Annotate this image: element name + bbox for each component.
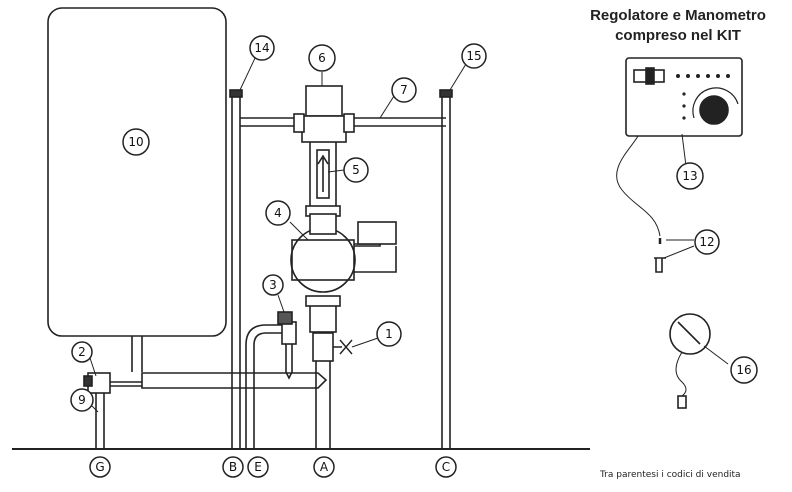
pipe-g (95, 392, 105, 449)
callout-16-circle (730, 356, 758, 384)
valve-3-cap (277, 311, 293, 325)
regulator-leds (676, 74, 730, 120)
kit-title: Regolatore e Manometro compreso nel KIT (566, 6, 790, 46)
callout-5-label: 5 (352, 163, 360, 177)
storage-tank (47, 7, 227, 337)
callout-3-label: 3 (269, 278, 277, 292)
flow-arrow-5 (317, 154, 329, 192)
mixing-valve-head (305, 85, 343, 117)
callout-12-circle (694, 229, 720, 255)
valve-nut-2 (83, 375, 93, 387)
pump-lower-nut (305, 295, 341, 307)
callout-2-label: 2 (78, 345, 86, 359)
callout-7-label: 7 (400, 83, 408, 97)
valve-1-body (312, 332, 334, 362)
conn-e-circle (247, 456, 269, 478)
callout-4-circle (265, 200, 291, 226)
callout-circles (70, 35, 758, 478)
valve-3-body (281, 321, 297, 345)
kit-title-line1: Regolatore e Manometro (590, 7, 766, 24)
pipe-e (245, 324, 282, 449)
callout-9-circle (70, 388, 94, 412)
footnote: Tra parentesi i codici di vendita (600, 470, 741, 480)
manometer-needle (677, 321, 701, 345)
regulator-cable (616, 135, 661, 237)
conn-e-label: E (254, 460, 262, 474)
pipe-a (315, 360, 331, 449)
kit-title-line2: compreso nel KIT (615, 27, 741, 44)
pump-housing (291, 239, 355, 281)
callout-1-circle (376, 321, 402, 347)
callout-3-circle (262, 274, 284, 296)
top-pipe-fitting-right (343, 113, 355, 133)
cap-15 (439, 89, 453, 98)
callout-10-label: 10 (128, 135, 143, 149)
conn-a-label: A (320, 460, 329, 474)
pump-box (357, 221, 397, 245)
column-pipe (309, 140, 337, 206)
callout-15-label: 15 (466, 49, 481, 63)
callout-6-label: 6 (318, 51, 326, 65)
sensor-12 (654, 257, 666, 273)
callout-14-circle (249, 35, 275, 61)
callout-15-circle (461, 43, 487, 69)
conn-b-circle (222, 456, 244, 478)
top-pipe-7 (240, 117, 446, 127)
pump-motor (354, 243, 397, 273)
pump-body (290, 227, 356, 293)
valve-1-handle (333, 339, 353, 355)
cap-14 (229, 89, 243, 98)
conn-c-circle (435, 456, 457, 478)
pump-upper-connector (309, 213, 337, 235)
callout-labels: 1 2 3 4 5 6 7 9 10 12 13 14 15 16 G B E … (78, 41, 751, 474)
callout-16-label: 16 (736, 363, 751, 377)
conn-g-circle (89, 456, 111, 478)
callout-1-label: 1 (385, 327, 393, 341)
leader-lines (89, 55, 729, 413)
conn-g-label: G (95, 460, 104, 474)
manometer-tube (675, 351, 687, 402)
callout-2-circle (71, 341, 93, 363)
top-pipe-fitting-left (293, 113, 305, 133)
regulator-knob (699, 95, 729, 125)
callout-10-circle (122, 128, 150, 156)
callout-12-label: 12 (699, 235, 714, 249)
callout-9-label: 9 (78, 393, 86, 407)
tank-outlet-pipe (131, 336, 143, 372)
manometer-fitting (677, 395, 687, 409)
conn-b-label: B (229, 460, 237, 474)
callout-6-circle (308, 44, 336, 72)
callout-13-label: 13 (682, 169, 697, 183)
callout-4-label: 4 (274, 206, 282, 220)
callout-14-label: 14 (254, 41, 269, 55)
pipe-c (441, 96, 451, 449)
valve-3-stem (285, 344, 293, 380)
callout-13-circle (676, 162, 704, 190)
conn-a-circle (313, 456, 335, 478)
pipe-b (231, 96, 241, 449)
conn-c-label: C (442, 460, 450, 474)
regulator-switch-slider (645, 67, 655, 85)
callout-7-circle (391, 77, 417, 103)
bottom-pipe (141, 372, 328, 389)
mixing-valve-body (301, 115, 347, 143)
regulator-dial (692, 87, 739, 119)
callout-5-circle (343, 157, 369, 183)
